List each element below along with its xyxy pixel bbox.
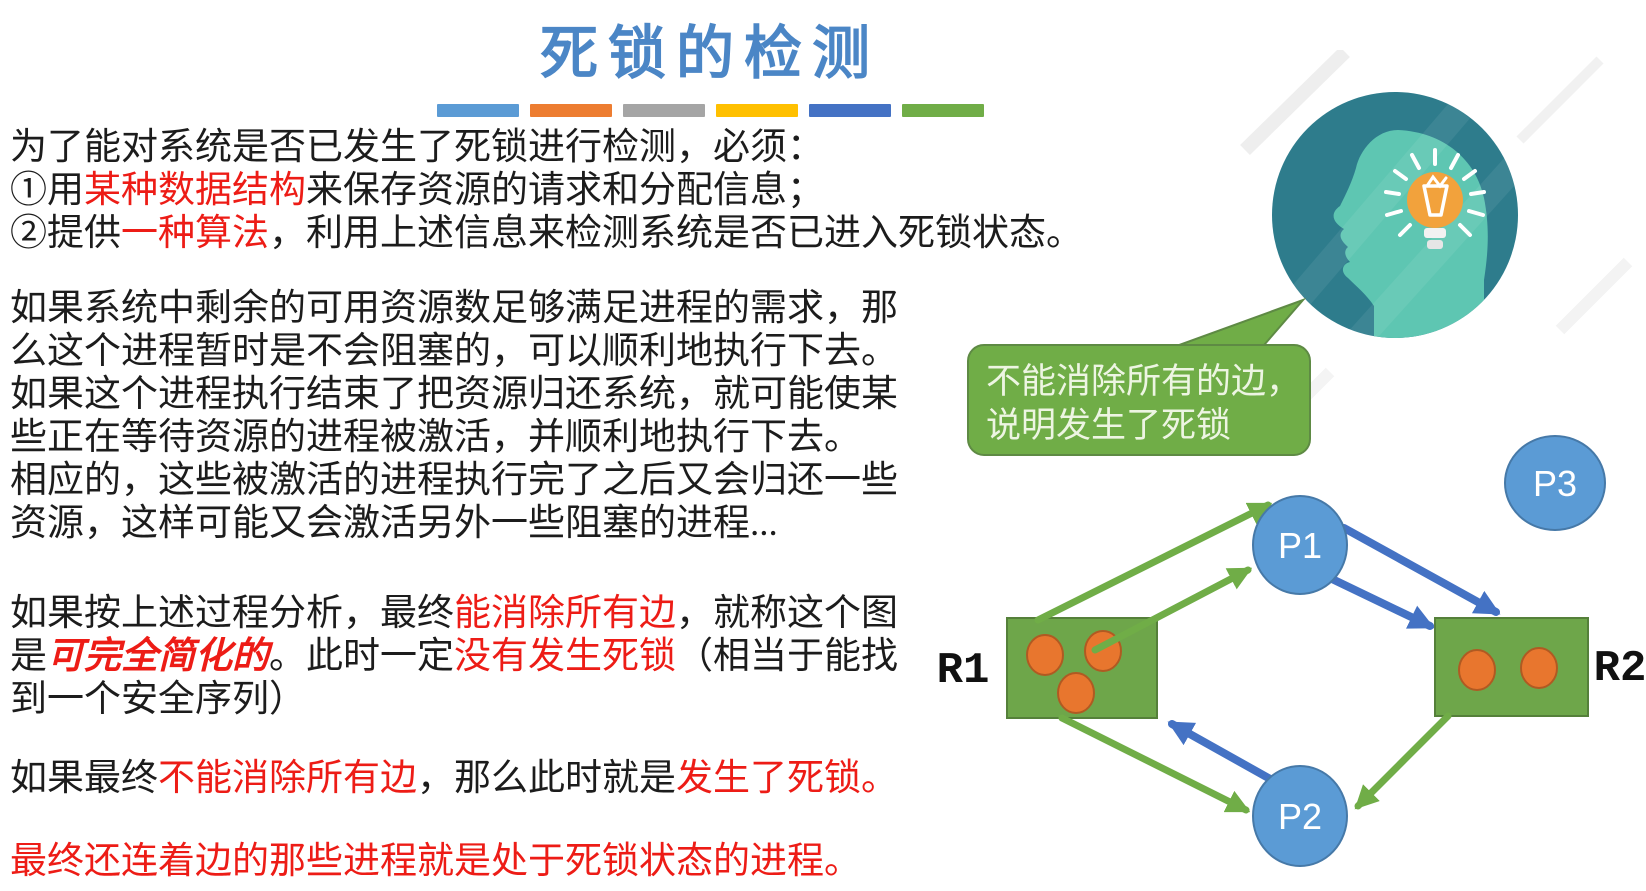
text-run: 资源，这样可能又会激活另外一些阻塞的进程... bbox=[10, 503, 778, 544]
request-edge-p1-r2-a bbox=[1340, 524, 1501, 616]
page-title: 死锁的检测 bbox=[539, 21, 880, 86]
process-label-p3: P3 bbox=[1533, 463, 1577, 504]
text-run: 如果这个进程执行结束了把资源归还系统，就可能使某 bbox=[10, 374, 898, 415]
text-line: ②提供一种算法，利用上述信息来检测系统是否已进入死锁状态。 bbox=[10, 212, 1110, 255]
speech-bubble-body bbox=[967, 344, 1311, 456]
text-run-highlight: 没有发生死锁 bbox=[454, 636, 676, 677]
text-line: 为了能对系统是否已发生了死锁进行检测，必须： bbox=[10, 126, 1110, 169]
right-panel: 不能消除所有的边， 说明发生了死锁 bbox=[937, 50, 1646, 867]
process-label-p2: P2 bbox=[1278, 796, 1322, 837]
text-run-emphasis: 可完全简化的 bbox=[47, 636, 269, 677]
text-run-highlight: 不能消除所有边 bbox=[158, 758, 417, 799]
lightbulb-rays bbox=[1384, 148, 1486, 237]
paragraph-detection-requirements: 为了能对系统是否已发生了死锁进行检测，必须： ①用某种数据结构来保存资源的请求和… bbox=[10, 126, 1110, 255]
resource-units-r2 bbox=[1458, 647, 1558, 691]
divider-bar-darkblue bbox=[808, 104, 891, 117]
process-node-p1 bbox=[1252, 495, 1348, 595]
title-block: 死锁的检测 bbox=[430, 6, 990, 117]
text-run: 如果按上述过程分析，最终 bbox=[10, 593, 454, 634]
text-run: 。此时一定 bbox=[269, 636, 454, 677]
process-label-p1: P1 bbox=[1278, 525, 1322, 566]
text-run: 些正在等待资源的进程被激活，并顺利地执行下去。 bbox=[10, 417, 861, 458]
text-run: （相当于能找 bbox=[676, 636, 898, 677]
text-line: 如果这个进程执行结束了把资源归还系统，就可能使某 bbox=[10, 373, 1110, 416]
text-run: ①用 bbox=[10, 170, 84, 211]
divider-bar-gold bbox=[715, 104, 798, 117]
divider-bar-orange bbox=[529, 104, 612, 117]
text-line: 如果系统中剩余的可用资源数足够满足进程的需求，那 bbox=[10, 287, 1110, 330]
text-run: 么这个进程暂时是不会阻塞的，可以顺利地执行下去。 bbox=[10, 331, 898, 372]
divider-bars bbox=[430, 104, 990, 117]
resource-label-r1: R1 bbox=[937, 646, 990, 696]
assignment-edge-r1-p2 bbox=[1058, 714, 1251, 814]
paragraph-fully-reducible: 如果按上述过程分析，最终能消除所有边，就称这个图 是可完全简化的。此时一定没有发… bbox=[10, 592, 1110, 721]
paragraph-deadlocked-processes: 最终还连着边的那些进程就是处于死锁状态的进程。 bbox=[10, 840, 1110, 883]
divider-bar-blue bbox=[436, 104, 519, 117]
text-run-highlight: 最终还连着边的那些进程就是处于死锁状态的进程。 bbox=[10, 841, 861, 882]
text-line: 么这个进程暂时是不会阻塞的，可以顺利地执行下去。 bbox=[10, 330, 1110, 373]
text-line: 些正在等待资源的进程被激活，并顺利地执行下去。 bbox=[10, 416, 1110, 459]
paragraph-process-analysis: 如果系统中剩余的可用资源数足够满足进程的需求，那 么这个进程暂时是不会阻塞的，可… bbox=[10, 287, 1110, 545]
text-run: 为了能对系统是否已发生了死锁进行检测，必须： bbox=[10, 127, 824, 168]
resource-label-r2: R2 bbox=[1594, 644, 1646, 694]
process-node-p2 bbox=[1252, 765, 1348, 867]
paragraph-deadlock-occurred: 如果最终不能消除所有边，那么此时就是发生了死锁。 bbox=[10, 757, 1110, 800]
lightbulb-icon bbox=[1384, 148, 1486, 249]
speech-bubble: 不能消除所有的边， 说明发生了死锁 bbox=[967, 297, 1311, 456]
text-run: 如果最终 bbox=[10, 758, 158, 799]
text-line: 如果最终不能消除所有边，那么此时就是发生了死锁。 bbox=[10, 757, 1110, 800]
text-run-highlight: 能消除所有边 bbox=[454, 593, 676, 634]
text-run-highlight: 发生了死锁。 bbox=[676, 758, 898, 799]
request-edge-p2-r1 bbox=[1167, 720, 1276, 784]
text-line: 最终还连着边的那些进程就是处于死锁状态的进程。 bbox=[10, 840, 1110, 883]
text-line: 到一个安全序列） bbox=[10, 678, 1110, 721]
text-run: ，就称这个图 bbox=[676, 593, 898, 634]
head-with-lightbulb-icon bbox=[1272, 92, 1518, 338]
graph-edges bbox=[1034, 501, 1501, 814]
text-line: 资源，这样可能又会激活另外一些阻塞的进程... bbox=[10, 502, 1110, 545]
divider-bar-green bbox=[901, 104, 984, 117]
text-run: ，那么此时就是 bbox=[417, 758, 676, 799]
callout-line-2: 说明发生了死锁 bbox=[986, 406, 1231, 445]
text-run: 来保存资源的请求和分配信息； bbox=[306, 170, 824, 211]
text-run: 是 bbox=[10, 636, 47, 677]
text-run: ②提供 bbox=[10, 213, 121, 254]
text-run-highlight: 一种算法 bbox=[121, 213, 269, 254]
resource-allocation-graph: P1 P2 P3 R1 R2 bbox=[937, 435, 1646, 867]
text-run: 如果系统中剩余的可用资源数足够满足进程的需求，那 bbox=[10, 288, 898, 329]
resource-box-r2 bbox=[1434, 617, 1589, 717]
text-run: 相应的，这些被激活的进程执行完了之后又会归还一些 bbox=[10, 460, 898, 501]
process-node-p3 bbox=[1504, 435, 1606, 531]
request-edge-p1-r2-b bbox=[1326, 574, 1435, 630]
text-line: 如果按上述过程分析，最终能消除所有边，就称这个图 bbox=[10, 592, 1110, 635]
divider-bar-gray bbox=[622, 104, 705, 117]
assignment-edge-r1-p1-a bbox=[1034, 501, 1273, 624]
callout-line-1: 不能消除所有的边， bbox=[986, 362, 1301, 401]
text-run-highlight: 某种数据结构 bbox=[84, 170, 306, 211]
assignment-edge-r2-p2 bbox=[1354, 712, 1452, 810]
text-run: 到一个安全序列） bbox=[10, 679, 306, 720]
text-line: 是可完全简化的。此时一定没有发生死锁（相当于能找 bbox=[10, 635, 1110, 678]
text-line: ①用某种数据结构来保存资源的请求和分配信息； bbox=[10, 169, 1110, 212]
text-line: 相应的，这些被激活的进程执行完了之后又会归还一些 bbox=[10, 459, 1110, 502]
text-run: ，利用上述信息来检测系统是否已进入死锁状态。 bbox=[269, 213, 1083, 254]
assignment-edge-r1-p1-b bbox=[1091, 566, 1253, 654]
